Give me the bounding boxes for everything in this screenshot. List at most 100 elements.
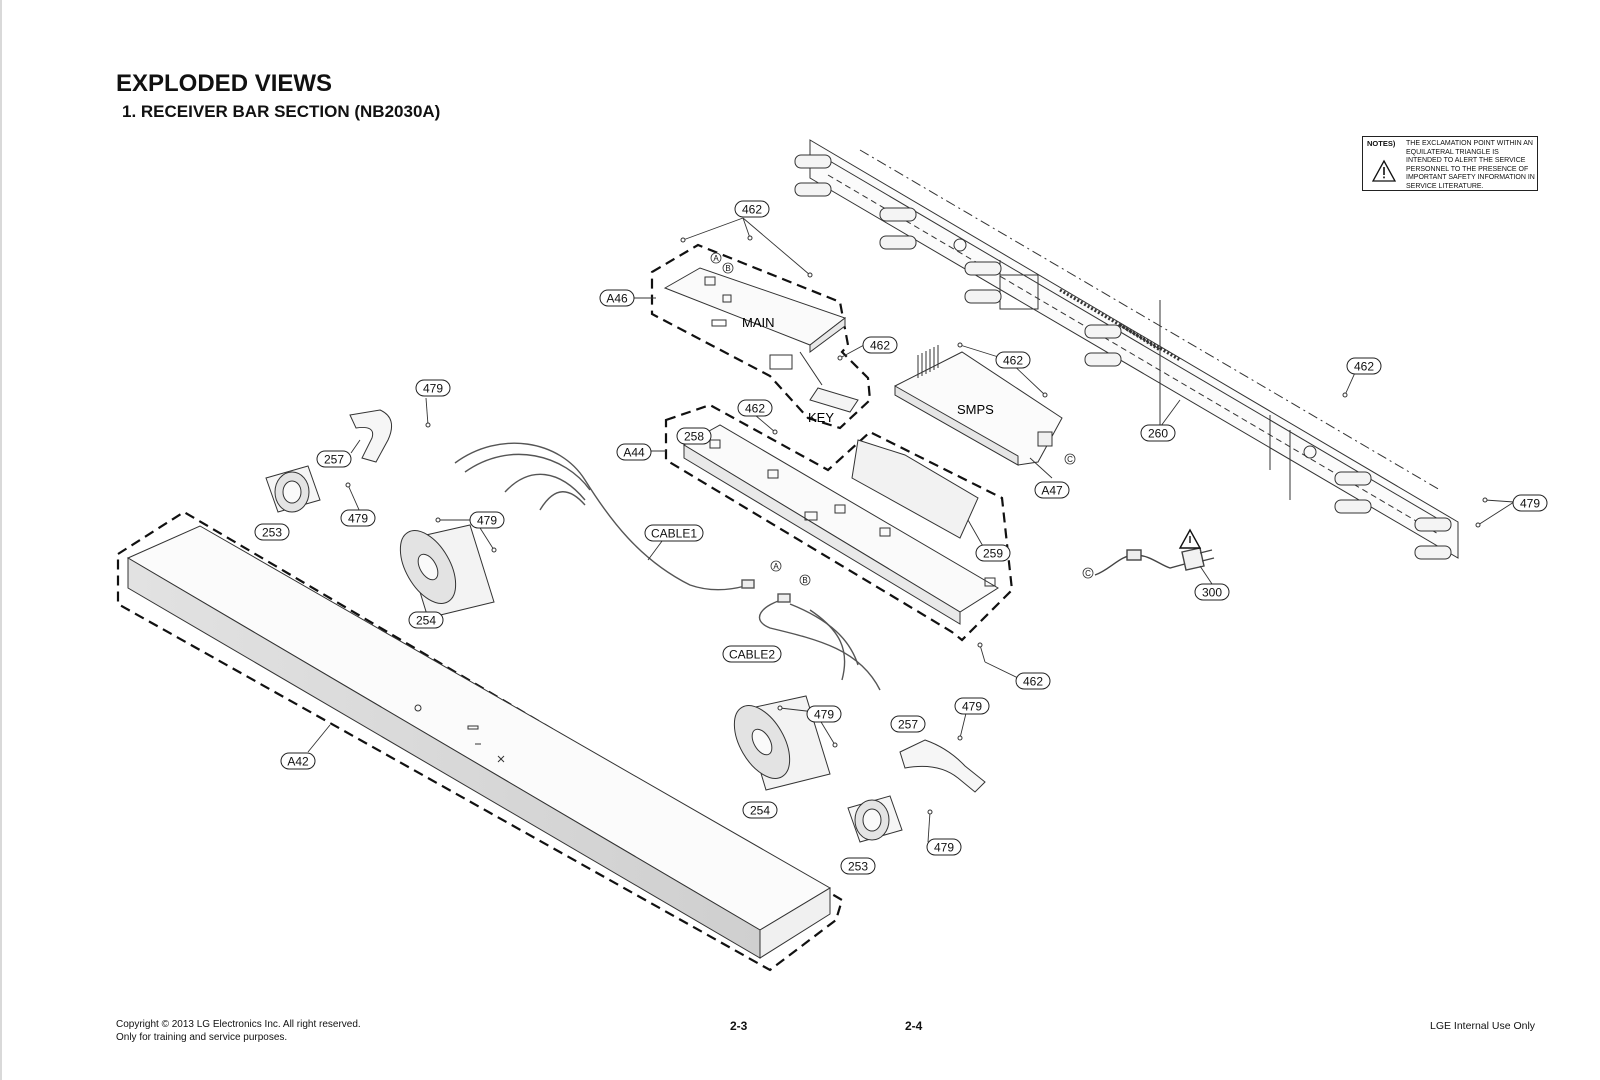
rear-cabinet bbox=[794, 139, 1459, 560]
callout-label: 462 bbox=[1023, 675, 1043, 689]
callout-479: 479 bbox=[415, 379, 451, 397]
duct-lower bbox=[899, 739, 986, 793]
callout-479: 479 bbox=[954, 697, 990, 715]
callout-a46: A46 bbox=[599, 289, 635, 307]
copyright: Copyright © 2013 LG Electronics Inc. All… bbox=[116, 1018, 361, 1044]
callout-bubble bbox=[1194, 583, 1230, 601]
notes-box: NOTES) THE EXCLAMATION POINT WITHIN AN E… bbox=[1362, 136, 1538, 191]
callout-label: 479 bbox=[814, 708, 834, 722]
callout-a42: A42 bbox=[280, 752, 316, 770]
callout-bubble bbox=[954, 697, 990, 715]
callout-a44: A44 bbox=[616, 443, 652, 461]
callout-label: 479 bbox=[1520, 497, 1540, 511]
callout-254: 254 bbox=[742, 801, 778, 819]
callout-label: CABLE1 bbox=[651, 527, 697, 541]
callout-bubble bbox=[975, 544, 1011, 562]
callout-bubble bbox=[280, 752, 316, 770]
small-speaker-lower bbox=[847, 795, 903, 843]
connector-b-top: B bbox=[722, 262, 734, 274]
callout-label: CABLE2 bbox=[729, 648, 775, 662]
callout-label: 462 bbox=[742, 203, 762, 217]
callout-label: A44 bbox=[623, 446, 645, 460]
copyright-line-1: Copyright © 2013 LG Electronics Inc. All… bbox=[116, 1019, 361, 1030]
callout-bubble bbox=[599, 289, 635, 307]
callout-462: 462 bbox=[995, 351, 1031, 369]
callout-bubble bbox=[926, 838, 962, 856]
callout-label: 253 bbox=[262, 526, 282, 540]
section-title: 1. RECEIVER BAR SECTION (NB2030A) bbox=[122, 102, 441, 121]
callout-bubble bbox=[616, 443, 652, 461]
callout-260: 260 bbox=[1140, 424, 1176, 442]
page-title: EXPLODED VIEWS bbox=[116, 70, 333, 97]
callout-462: 462 bbox=[862, 336, 898, 354]
callout-bubble bbox=[676, 427, 712, 445]
internal-use-label: LGE Internal Use Only bbox=[1430, 1020, 1536, 1032]
callout-462: 462 bbox=[737, 399, 773, 417]
power-cord bbox=[1094, 528, 1215, 576]
callout-479: 479 bbox=[469, 511, 505, 529]
connector-c-cord: C bbox=[1082, 567, 1094, 579]
screws bbox=[345, 235, 1488, 815]
callout-258: 258 bbox=[676, 427, 712, 445]
main-board-label: MAIN bbox=[742, 315, 775, 330]
page-number-left: 2-3 bbox=[730, 1019, 748, 1033]
callout-479: 479 bbox=[340, 509, 376, 527]
cable-1 bbox=[454, 442, 755, 591]
callout-label: 258 bbox=[684, 430, 704, 444]
callout-label: 254 bbox=[750, 804, 770, 818]
callout-cable2: CABLE2 bbox=[722, 645, 782, 663]
duct-upper bbox=[349, 409, 393, 463]
main-board-group bbox=[650, 243, 872, 430]
callout-300: 300 bbox=[1194, 583, 1230, 601]
connector-a-cable: A bbox=[770, 560, 782, 572]
callout-label: A46 bbox=[606, 292, 628, 306]
callout-cable1: CABLE1 bbox=[644, 524, 704, 542]
callout-479: 479 bbox=[1512, 494, 1548, 512]
smps-board-group bbox=[894, 345, 1063, 466]
callout-label: 260 bbox=[1148, 427, 1168, 441]
callout-label: 479 bbox=[477, 514, 497, 528]
callout-bubble bbox=[644, 524, 704, 542]
callout-bubble bbox=[1034, 481, 1070, 499]
callout-bubble bbox=[415, 379, 451, 397]
callout-label: A47 bbox=[1041, 484, 1063, 498]
callout-462: 462 bbox=[1346, 357, 1382, 375]
svg-text:C: C bbox=[1067, 455, 1073, 464]
callout-label: 257 bbox=[898, 718, 918, 732]
callout-bubble bbox=[806, 705, 842, 723]
svg-text:A: A bbox=[773, 562, 779, 571]
small-speaker-upper bbox=[265, 465, 321, 513]
svg-text:A: A bbox=[713, 254, 719, 263]
callout-bubble bbox=[1140, 424, 1176, 442]
connector-markers: A B C A B C bbox=[710, 252, 1094, 586]
callout-479: 479 bbox=[926, 838, 962, 856]
page-number-right: 2-4 bbox=[905, 1019, 923, 1033]
callout-label: 300 bbox=[1202, 586, 1222, 600]
callout-254: 254 bbox=[408, 611, 444, 629]
key-board-label: KEY bbox=[808, 410, 834, 425]
oval-speaker-left bbox=[399, 524, 495, 619]
callout-bubble bbox=[840, 857, 876, 875]
callout-label: 479 bbox=[934, 841, 954, 855]
callout-label: 254 bbox=[416, 614, 436, 628]
oval-speaker-right bbox=[733, 695, 831, 791]
callout-bubble bbox=[1015, 672, 1051, 690]
callout-253: 253 bbox=[840, 857, 876, 875]
connector-c-smps: C bbox=[1064, 453, 1076, 465]
callout-bubble bbox=[254, 523, 290, 541]
callout-bubble bbox=[722, 645, 782, 663]
callout-479: 479 bbox=[806, 705, 842, 723]
callout-bubble bbox=[737, 399, 773, 417]
callout-bubble bbox=[1512, 494, 1548, 512]
svg-text:C: C bbox=[1085, 569, 1091, 578]
callout-257: 257 bbox=[890, 715, 926, 733]
callout-257: 257 bbox=[316, 450, 352, 468]
callout-bubble bbox=[340, 509, 376, 527]
smps-board-label: SMPS bbox=[957, 402, 994, 417]
front-bar-group bbox=[116, 510, 844, 972]
callout-253: 253 bbox=[254, 523, 290, 541]
callout-bubble bbox=[408, 611, 444, 629]
callout-bubble bbox=[890, 715, 926, 733]
